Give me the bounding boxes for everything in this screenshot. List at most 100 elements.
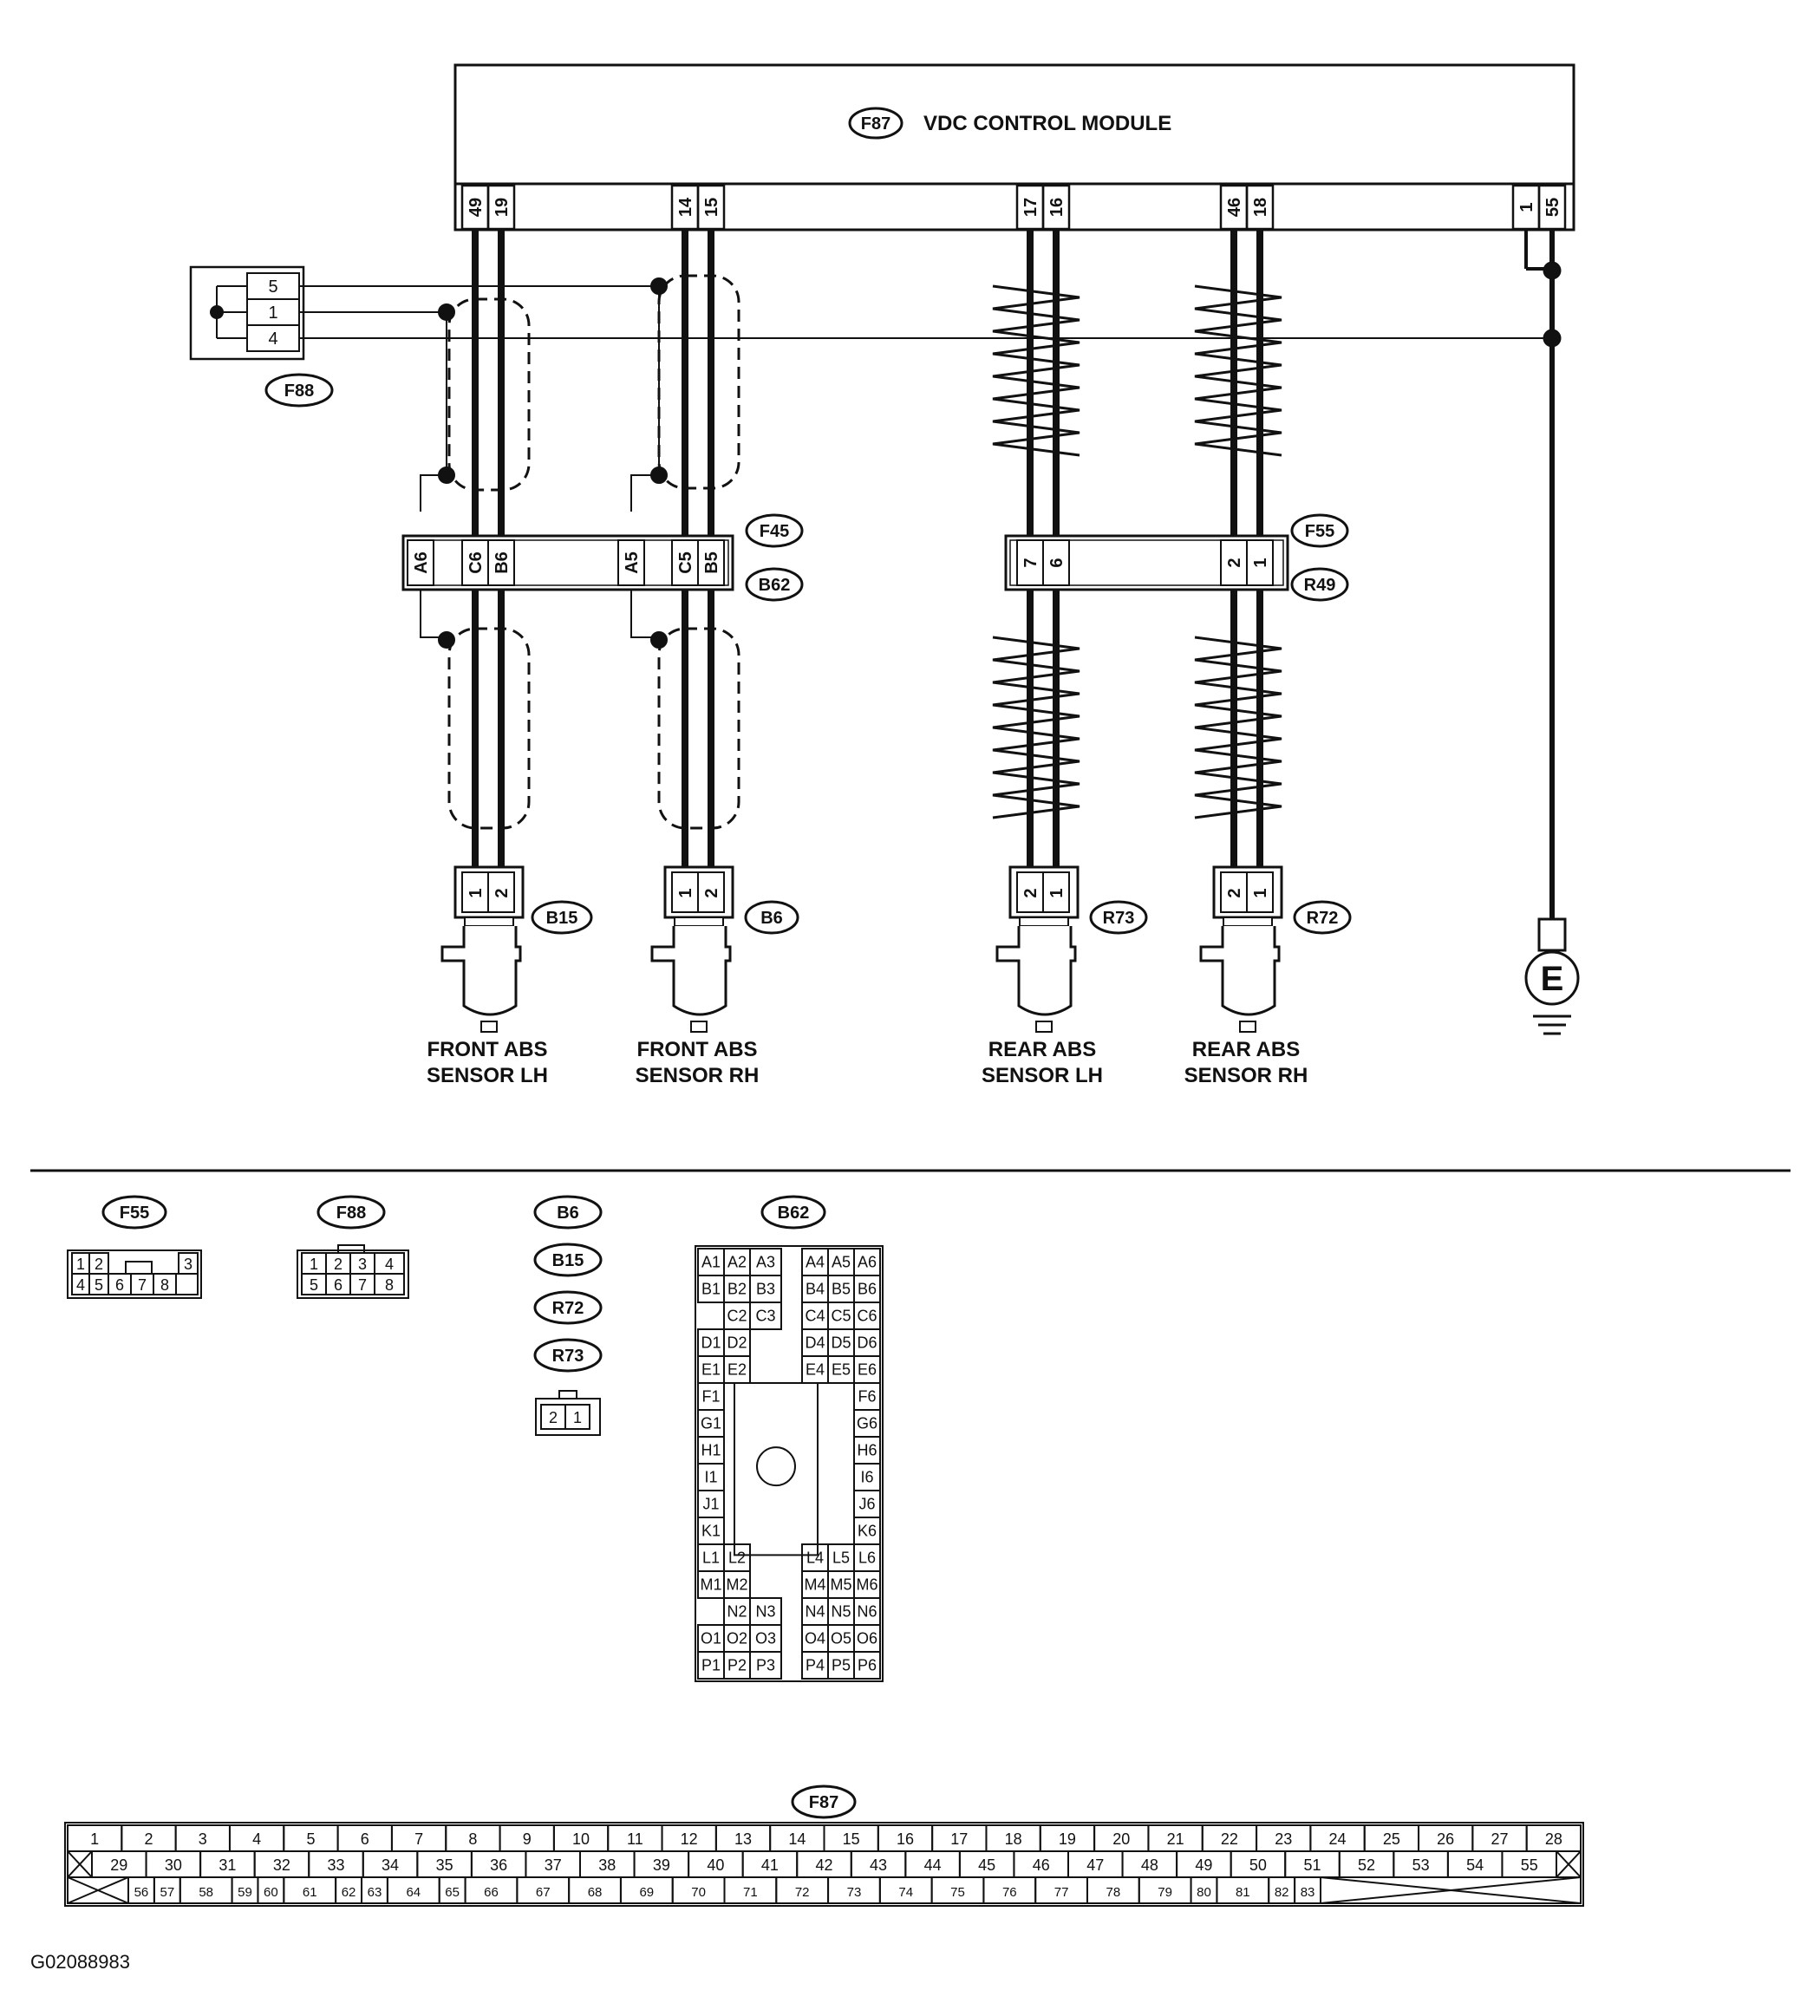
f88-connector: 5 1 4 F88 xyxy=(189,265,334,408)
small-cell-1: 1 xyxy=(573,1409,582,1426)
b62-cell-label: L4 xyxy=(806,1550,824,1567)
b62-cell-label: J1 xyxy=(702,1496,719,1513)
legend-b15-label: B15 xyxy=(552,1251,584,1270)
vdc-control-module: F87 VDC CONTROL MODULE 49 19 14 15 17 16… xyxy=(453,63,1575,232)
pin-55: 55 xyxy=(1543,198,1562,217)
f87-cell-label: 49 xyxy=(1195,1856,1212,1874)
f87-cell-label: 77 xyxy=(1054,1885,1069,1900)
rear-abs-sensor-lh: 2 1 R73 REAR ABS SENSOR LH xyxy=(982,865,1148,1087)
b62-pin-c5: C5 xyxy=(676,551,695,574)
rear-rh-line2: SENSOR RH xyxy=(1184,1064,1308,1087)
f88-pin-5: 5 xyxy=(268,277,277,297)
f87-cell-label: 8 xyxy=(468,1830,477,1848)
legend-f88-label: F88 xyxy=(336,1204,366,1223)
twisted-pair xyxy=(992,284,1282,819)
f87-cell-label: 62 xyxy=(342,1885,356,1900)
b62-cell-label: J6 xyxy=(858,1496,875,1513)
b62-cell-label: D2 xyxy=(727,1334,747,1352)
b62-cell xyxy=(749,1651,782,1680)
f88-cell-5: 5 xyxy=(310,1276,318,1294)
b62-pin-b5: B5 xyxy=(702,551,721,574)
pin-14: 14 xyxy=(676,197,695,217)
f87-cell-label: 38 xyxy=(598,1856,616,1874)
pin-46: 46 xyxy=(1225,198,1244,217)
legend-r73-label: R73 xyxy=(552,1347,584,1366)
f87-cell-label: 81 xyxy=(1236,1885,1250,1900)
b62-cell-label: E1 xyxy=(701,1361,721,1379)
f55-r49-connector: 7 6 2 1 F55 R49 xyxy=(1004,513,1349,602)
f88-pin-4: 4 xyxy=(268,329,277,349)
b62-cell-label: L1 xyxy=(702,1550,720,1567)
small-cell-2: 2 xyxy=(549,1409,558,1426)
rear-lh-line1: REAR ABS xyxy=(988,1038,1096,1061)
b62-cell-label: A6 xyxy=(858,1254,877,1271)
f87-cell-label: 19 xyxy=(1059,1830,1076,1848)
front-lh-line1: FRONT ABS xyxy=(427,1038,547,1061)
f87-cell xyxy=(64,1822,1584,1907)
b62-cell-label: A4 xyxy=(806,1254,825,1271)
f87-cell-label: 72 xyxy=(795,1885,810,1900)
f55-label: F55 xyxy=(1305,522,1334,541)
b62-cell-label: E5 xyxy=(832,1361,851,1379)
f87-cell-label: 73 xyxy=(847,1885,862,1900)
f87-cell-label: 22 xyxy=(1221,1830,1238,1848)
shield-ovals xyxy=(447,274,740,830)
b62-cell-label: M4 xyxy=(804,1576,825,1594)
f87-cell-label: 16 xyxy=(897,1830,914,1848)
f88-cell-7: 7 xyxy=(358,1276,367,1294)
rear-rh-line1: REAR ABS xyxy=(1192,1038,1300,1061)
shield-lines xyxy=(299,277,1552,649)
f87-cell-label: 30 xyxy=(165,1856,182,1874)
r73-pin-1: 1 xyxy=(1047,888,1067,897)
f87-cell-label: 66 xyxy=(484,1885,499,1900)
b62-cell-label: A2 xyxy=(727,1254,747,1271)
f87-cell-label: 51 xyxy=(1303,1856,1321,1874)
b62-cell-label: L6 xyxy=(858,1550,876,1567)
legend-b62-label: B62 xyxy=(778,1204,810,1223)
b15-pin-2: 2 xyxy=(493,888,512,897)
f87-cell-label: 74 xyxy=(898,1885,913,1900)
b62-cell-label: K6 xyxy=(858,1523,877,1540)
r49-label: R49 xyxy=(1304,576,1336,595)
ground-label: E xyxy=(1541,960,1564,998)
f87-cell-label: 75 xyxy=(950,1885,965,1900)
r72-pin-2: 2 xyxy=(1225,888,1244,897)
module-name: VDC CONTROL MODULE xyxy=(923,112,1171,135)
f87-cell-label: 70 xyxy=(691,1885,706,1900)
f87-cell-label: 6 xyxy=(361,1830,369,1848)
f87-blank-cell xyxy=(67,1876,129,1904)
rear-lh-line2: SENSOR LH xyxy=(982,1064,1103,1087)
f87-cell-label: 35 xyxy=(436,1856,453,1874)
f87-cell-label: 34 xyxy=(382,1856,399,1874)
f87-cell-label: 59 xyxy=(238,1885,252,1900)
f87-cell-label: 68 xyxy=(588,1885,603,1900)
f55-cell-4: 4 xyxy=(76,1276,85,1294)
f55-cell-8: 8 xyxy=(160,1276,169,1294)
front-abs-sensor-lh: 1 2 B15 FRONT ABS SENSOR LH xyxy=(427,865,593,1087)
f87-cell-label: 80 xyxy=(1197,1885,1211,1900)
f88-cell-6: 6 xyxy=(334,1276,342,1294)
b62-pin-c6: C6 xyxy=(466,551,486,574)
f88-cell-4: 4 xyxy=(385,1256,394,1273)
f55-cell-6: 6 xyxy=(115,1276,124,1294)
f87-cell-label: 10 xyxy=(572,1830,590,1848)
b62-cell-label: P3 xyxy=(756,1657,775,1674)
b62-cell-label: P2 xyxy=(727,1657,747,1674)
b15-pin-1: 1 xyxy=(466,888,486,897)
f87-cell-label: 78 xyxy=(1106,1885,1121,1900)
b6-pin-2: 2 xyxy=(702,888,721,897)
f87-cell-label: 3 xyxy=(199,1830,207,1848)
b62-cell-label: A5 xyxy=(832,1254,851,1271)
f87-cell-label: 33 xyxy=(327,1856,344,1874)
f87-cell-label: 14 xyxy=(788,1830,806,1848)
f87-cell-label: 79 xyxy=(1158,1885,1172,1900)
f87-cell-label: 41 xyxy=(761,1856,779,1874)
r72-pin-1: 1 xyxy=(1251,888,1270,897)
figure-id: G02088983 xyxy=(30,1951,130,1973)
f87-cell-label: 12 xyxy=(681,1830,698,1848)
f87-cell-label: 52 xyxy=(1358,1856,1375,1874)
b62-cell-label: H6 xyxy=(857,1442,877,1459)
b62-cell-label: B1 xyxy=(701,1281,721,1298)
b62-cell-label: I6 xyxy=(860,1469,873,1486)
